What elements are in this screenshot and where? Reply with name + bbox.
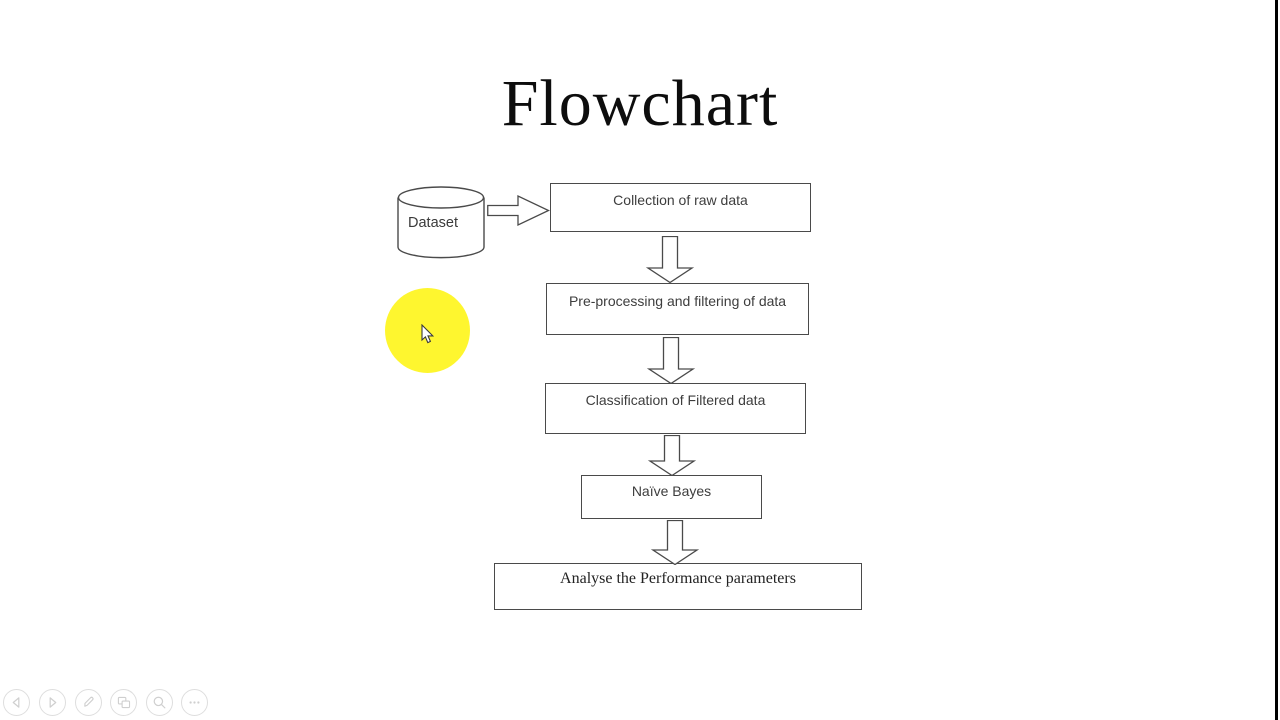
flow-box-naive-bayes: Naïve Bayes	[581, 475, 762, 519]
flow-box-analyse: Analyse the Performance parameters	[494, 563, 862, 610]
more-options-button[interactable]	[181, 689, 208, 716]
down-arrow-2	[646, 337, 696, 384]
next-slide-button[interactable]	[39, 689, 66, 716]
chevron-left-icon	[12, 697, 20, 708]
pen-icon	[84, 696, 94, 707]
magnifier-icon	[153, 696, 166, 709]
slideshow-toolbar	[0, 689, 220, 717]
down-arrow-4	[650, 520, 700, 565]
previous-slide-button[interactable]	[3, 689, 30, 716]
ellipsis-icon	[189, 701, 200, 704]
slide-title: Flowchart	[501, 67, 779, 140]
video-edge-bar	[1275, 0, 1278, 720]
chevron-right-icon	[49, 697, 57, 708]
right-arrow	[487, 194, 550, 227]
flow-box-preprocessing: Pre-processing and filtering of data	[546, 283, 809, 335]
slides-grid-icon	[117, 696, 131, 709]
dataset-label: Dataset	[408, 215, 458, 231]
flow-box-collection: Collection of raw data	[550, 183, 811, 232]
mouse-cursor	[421, 324, 435, 344]
flow-box-classification: Classification of Filtered data	[545, 383, 806, 434]
zoom-slide-button[interactable]	[146, 689, 173, 716]
pen-tools-button[interactable]	[75, 689, 102, 716]
down-arrow-3	[647, 435, 697, 476]
see-all-slides-button[interactable]	[110, 689, 137, 716]
down-arrow-1	[645, 236, 695, 283]
dataset-cylinder-shape	[397, 186, 485, 259]
